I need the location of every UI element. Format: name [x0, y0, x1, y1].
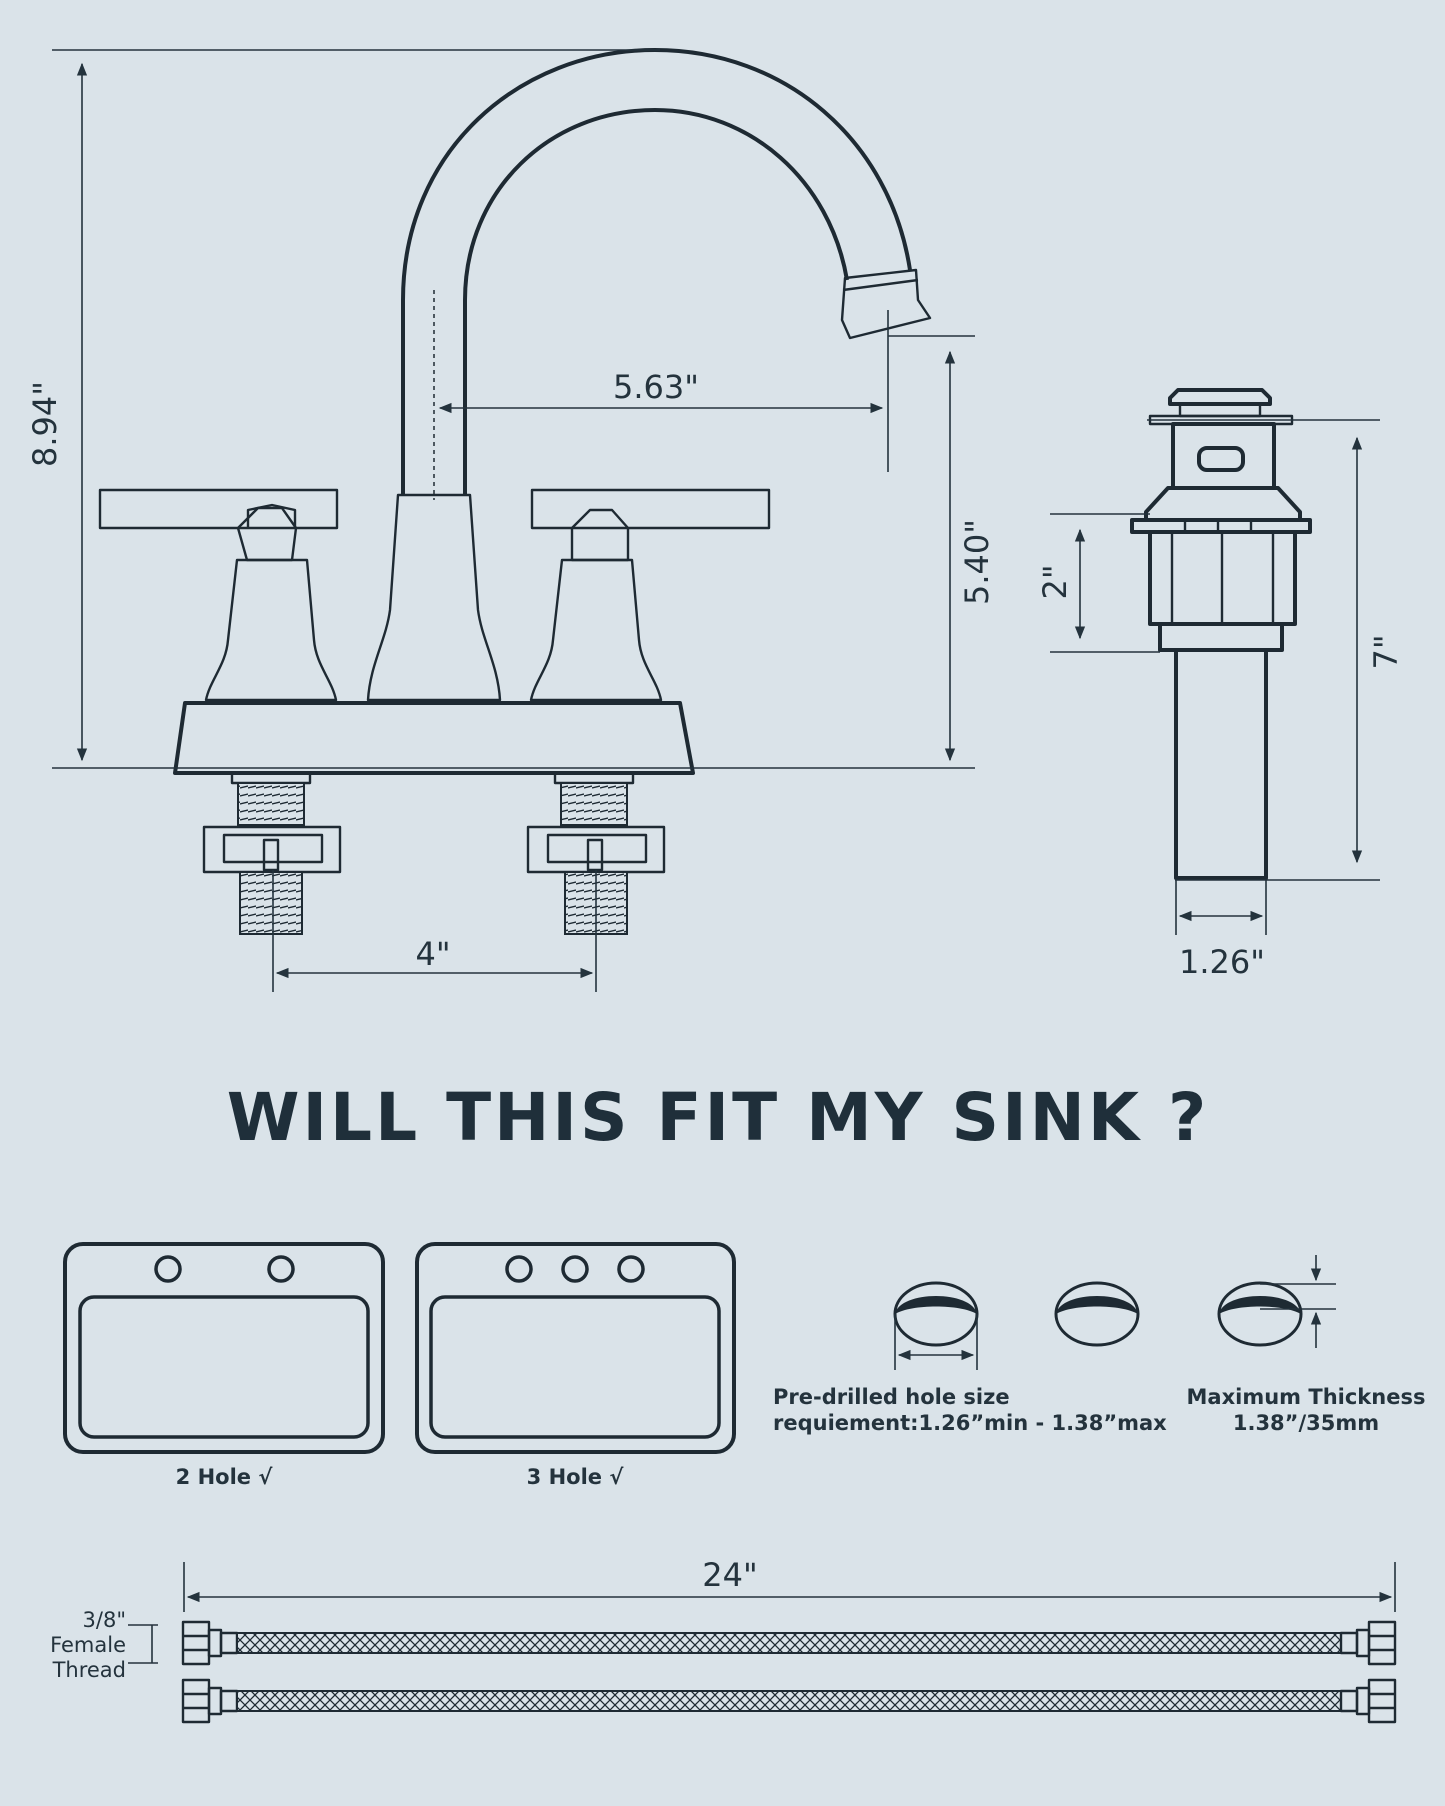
faucet-height-label: 8.94" — [26, 381, 64, 467]
thickness-illustration — [1217, 1255, 1336, 1348]
thread-type-label-1: Female — [50, 1633, 126, 1657]
hose-2 — [181, 1678, 1397, 1724]
hose-1 — [181, 1620, 1397, 1666]
sink-3-hole-label: 3 Hole √ — [527, 1465, 625, 1489]
drain-diameter-label: 1.26" — [1179, 943, 1265, 981]
faucet-dimensions — [52, 49, 975, 992]
hose-dimensions — [128, 1562, 1396, 1664]
sink-3-hole — [415, 1242, 736, 1454]
spout-height-label: 5.40" — [958, 519, 996, 605]
faucet-reach-label: 5.63" — [613, 368, 699, 406]
hole-illustration-2 — [1054, 1281, 1140, 1347]
faucet-drawing — [98, 48, 932, 935]
drain-height-label: 7" — [1367, 634, 1405, 669]
drain-dimensions — [1050, 419, 1380, 935]
thickness-line2: 1.38”/35mm — [1233, 1411, 1379, 1435]
thread-type-label-2: Thread — [52, 1658, 126, 1682]
headline: WILL THIS FIT MY SINK ? — [227, 1079, 1210, 1156]
drain-top-height-label: 2" — [1036, 564, 1074, 599]
thread-size-label: 3/8" — [83, 1608, 126, 1632]
hole-size-line1: Pre-drilled hole size — [773, 1385, 1010, 1409]
handle-spacing-label: 4" — [415, 935, 450, 973]
sink-2-hole-label: 2 Hole √ — [176, 1465, 274, 1489]
hose-length-label: 24" — [702, 1556, 757, 1594]
sink-2-hole — [63, 1242, 385, 1454]
thickness-line1: Maximum Thickness — [1187, 1385, 1426, 1409]
hole-size-illustration — [893, 1281, 979, 1370]
hole-size-line2: requiement:1.26”min - 1.38”max — [773, 1411, 1167, 1435]
drain-drawing — [1130, 388, 1312, 880]
